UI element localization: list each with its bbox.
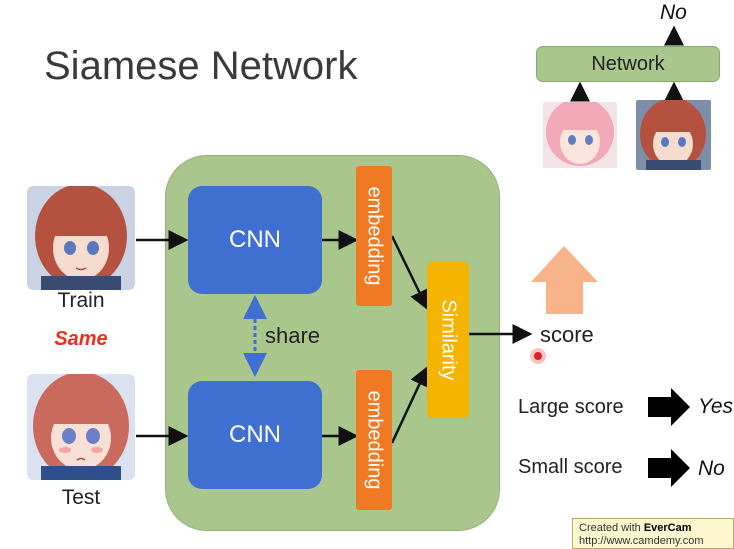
watermark-url: http://www.camdemy.com <box>579 535 704 547</box>
evercam-watermark: Created with EverCam http://www.camdemy.… <box>572 518 734 549</box>
no-arrow-shape <box>648 449 690 487</box>
embedding-bottom-block: embedding <box>356 370 392 510</box>
cnn-top-block: CNN <box>188 186 322 294</box>
cnn-bottom-block: CNN <box>188 381 322 489</box>
cnn-top-label: CNN <box>229 226 281 253</box>
small-score-label: Small score <box>518 456 623 478</box>
test-image <box>27 374 135 480</box>
embedding-top-label: embedding <box>363 186 386 286</box>
up-arrow-shape <box>531 246 598 314</box>
cnn-bottom-label: CNN <box>229 421 281 448</box>
same-label: Same <box>54 328 108 350</box>
inset-network-block: Network <box>536 46 720 82</box>
page-title: Siamese Network <box>44 44 358 88</box>
share-label: share <box>265 323 321 348</box>
inset-network-label: Network <box>591 52 665 75</box>
embedding-bottom-label: embedding <box>363 390 386 490</box>
inset-output-label: No <box>660 1 687 24</box>
embedding-top-block: embedding <box>356 166 392 306</box>
test-label: Test <box>61 486 101 509</box>
embedding-top-to-similarity-arrow <box>390 235 429 311</box>
yes-arrow-shape <box>648 388 690 426</box>
no-output-label: No <box>698 457 725 480</box>
watermark-prefix: Created with <box>579 522 641 534</box>
watermark-brand: EverCam <box>643 522 692 534</box>
similarity-block: Similarity <box>427 262 469 418</box>
train-image <box>27 186 135 290</box>
embedding-bottom-to-similarity-arrow <box>390 365 429 444</box>
pointer-inner <box>534 352 542 360</box>
large-score-label: Large score <box>518 396 624 418</box>
yes-output-label: Yes <box>698 395 734 418</box>
score-label: score <box>540 322 594 347</box>
train-label: Train <box>57 289 105 312</box>
similarity-label: Similarity <box>437 299 460 381</box>
inset-image-2 <box>636 100 711 170</box>
inset-image-1 <box>543 102 617 168</box>
